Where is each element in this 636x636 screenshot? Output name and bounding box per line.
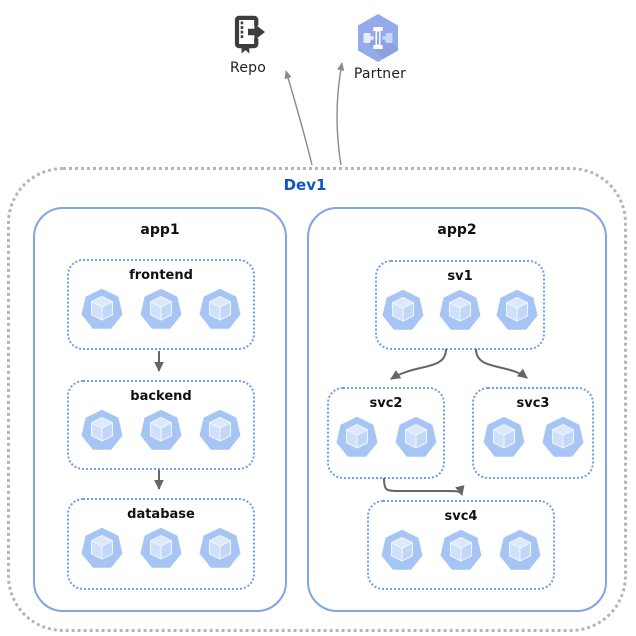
partner-label: Partner xyxy=(353,66,407,82)
dev1-boundary-label: Dev1 xyxy=(283,176,327,194)
frontend-pods xyxy=(69,287,253,331)
service-svc4: svc4 xyxy=(367,500,555,590)
backend-pods xyxy=(69,408,253,452)
service-svc2: svc2 xyxy=(327,387,445,479)
cluster-app1: app1 frontend backend xyxy=(33,207,287,612)
pod-icon xyxy=(381,288,425,332)
partner-node xyxy=(354,13,402,63)
pod-icon xyxy=(541,415,585,459)
pod-icon xyxy=(439,528,483,572)
partner-hexagon-icon xyxy=(354,14,402,67)
service-svc2-title: svc2 xyxy=(369,396,403,411)
svc2-pods xyxy=(329,415,443,459)
pod-icon xyxy=(438,288,482,332)
pod-icon xyxy=(335,415,379,459)
cluster-app2-title: app2 xyxy=(437,222,477,238)
service-frontend-title: frontend xyxy=(129,268,193,283)
pod-icon xyxy=(80,287,124,331)
pod-icon xyxy=(394,415,438,459)
pod-icon xyxy=(139,287,183,331)
service-svc3: svc3 xyxy=(472,387,594,479)
service-database: database xyxy=(67,498,255,590)
svc4-pods xyxy=(369,528,553,572)
dev1-boundary xyxy=(7,167,627,632)
service-sv1: sv1 xyxy=(375,260,545,350)
pod-icon xyxy=(80,526,124,570)
service-database-title: database xyxy=(127,507,195,522)
svc3-pods xyxy=(474,415,592,459)
service-svc4-title: svc4 xyxy=(444,509,478,524)
pod-icon xyxy=(198,408,242,452)
pod-icon xyxy=(482,415,526,459)
source-repository-icon xyxy=(226,15,270,58)
pod-icon xyxy=(80,408,124,452)
service-frontend: frontend xyxy=(67,259,255,350)
pod-icon xyxy=(198,526,242,570)
sv1-pods xyxy=(377,288,543,332)
edge-dev1-repo-arrow xyxy=(284,70,313,166)
pod-icon xyxy=(380,528,424,572)
cluster-app1-title: app1 xyxy=(140,222,180,238)
pod-icon xyxy=(198,287,242,331)
service-backend-title: backend xyxy=(130,389,192,404)
service-svc3-title: svc3 xyxy=(516,396,550,411)
pod-icon xyxy=(495,288,539,332)
pod-icon xyxy=(139,526,183,570)
repo-node xyxy=(226,10,270,54)
pod-icon xyxy=(498,528,542,572)
database-pods xyxy=(69,526,253,570)
pod-icon xyxy=(139,408,183,452)
cluster-app2: app2 sv1 svc2 svc3 xyxy=(307,207,607,612)
service-backend: backend xyxy=(67,380,255,470)
service-sv1-title: sv1 xyxy=(447,269,473,284)
repo-label: Repo xyxy=(230,60,266,76)
